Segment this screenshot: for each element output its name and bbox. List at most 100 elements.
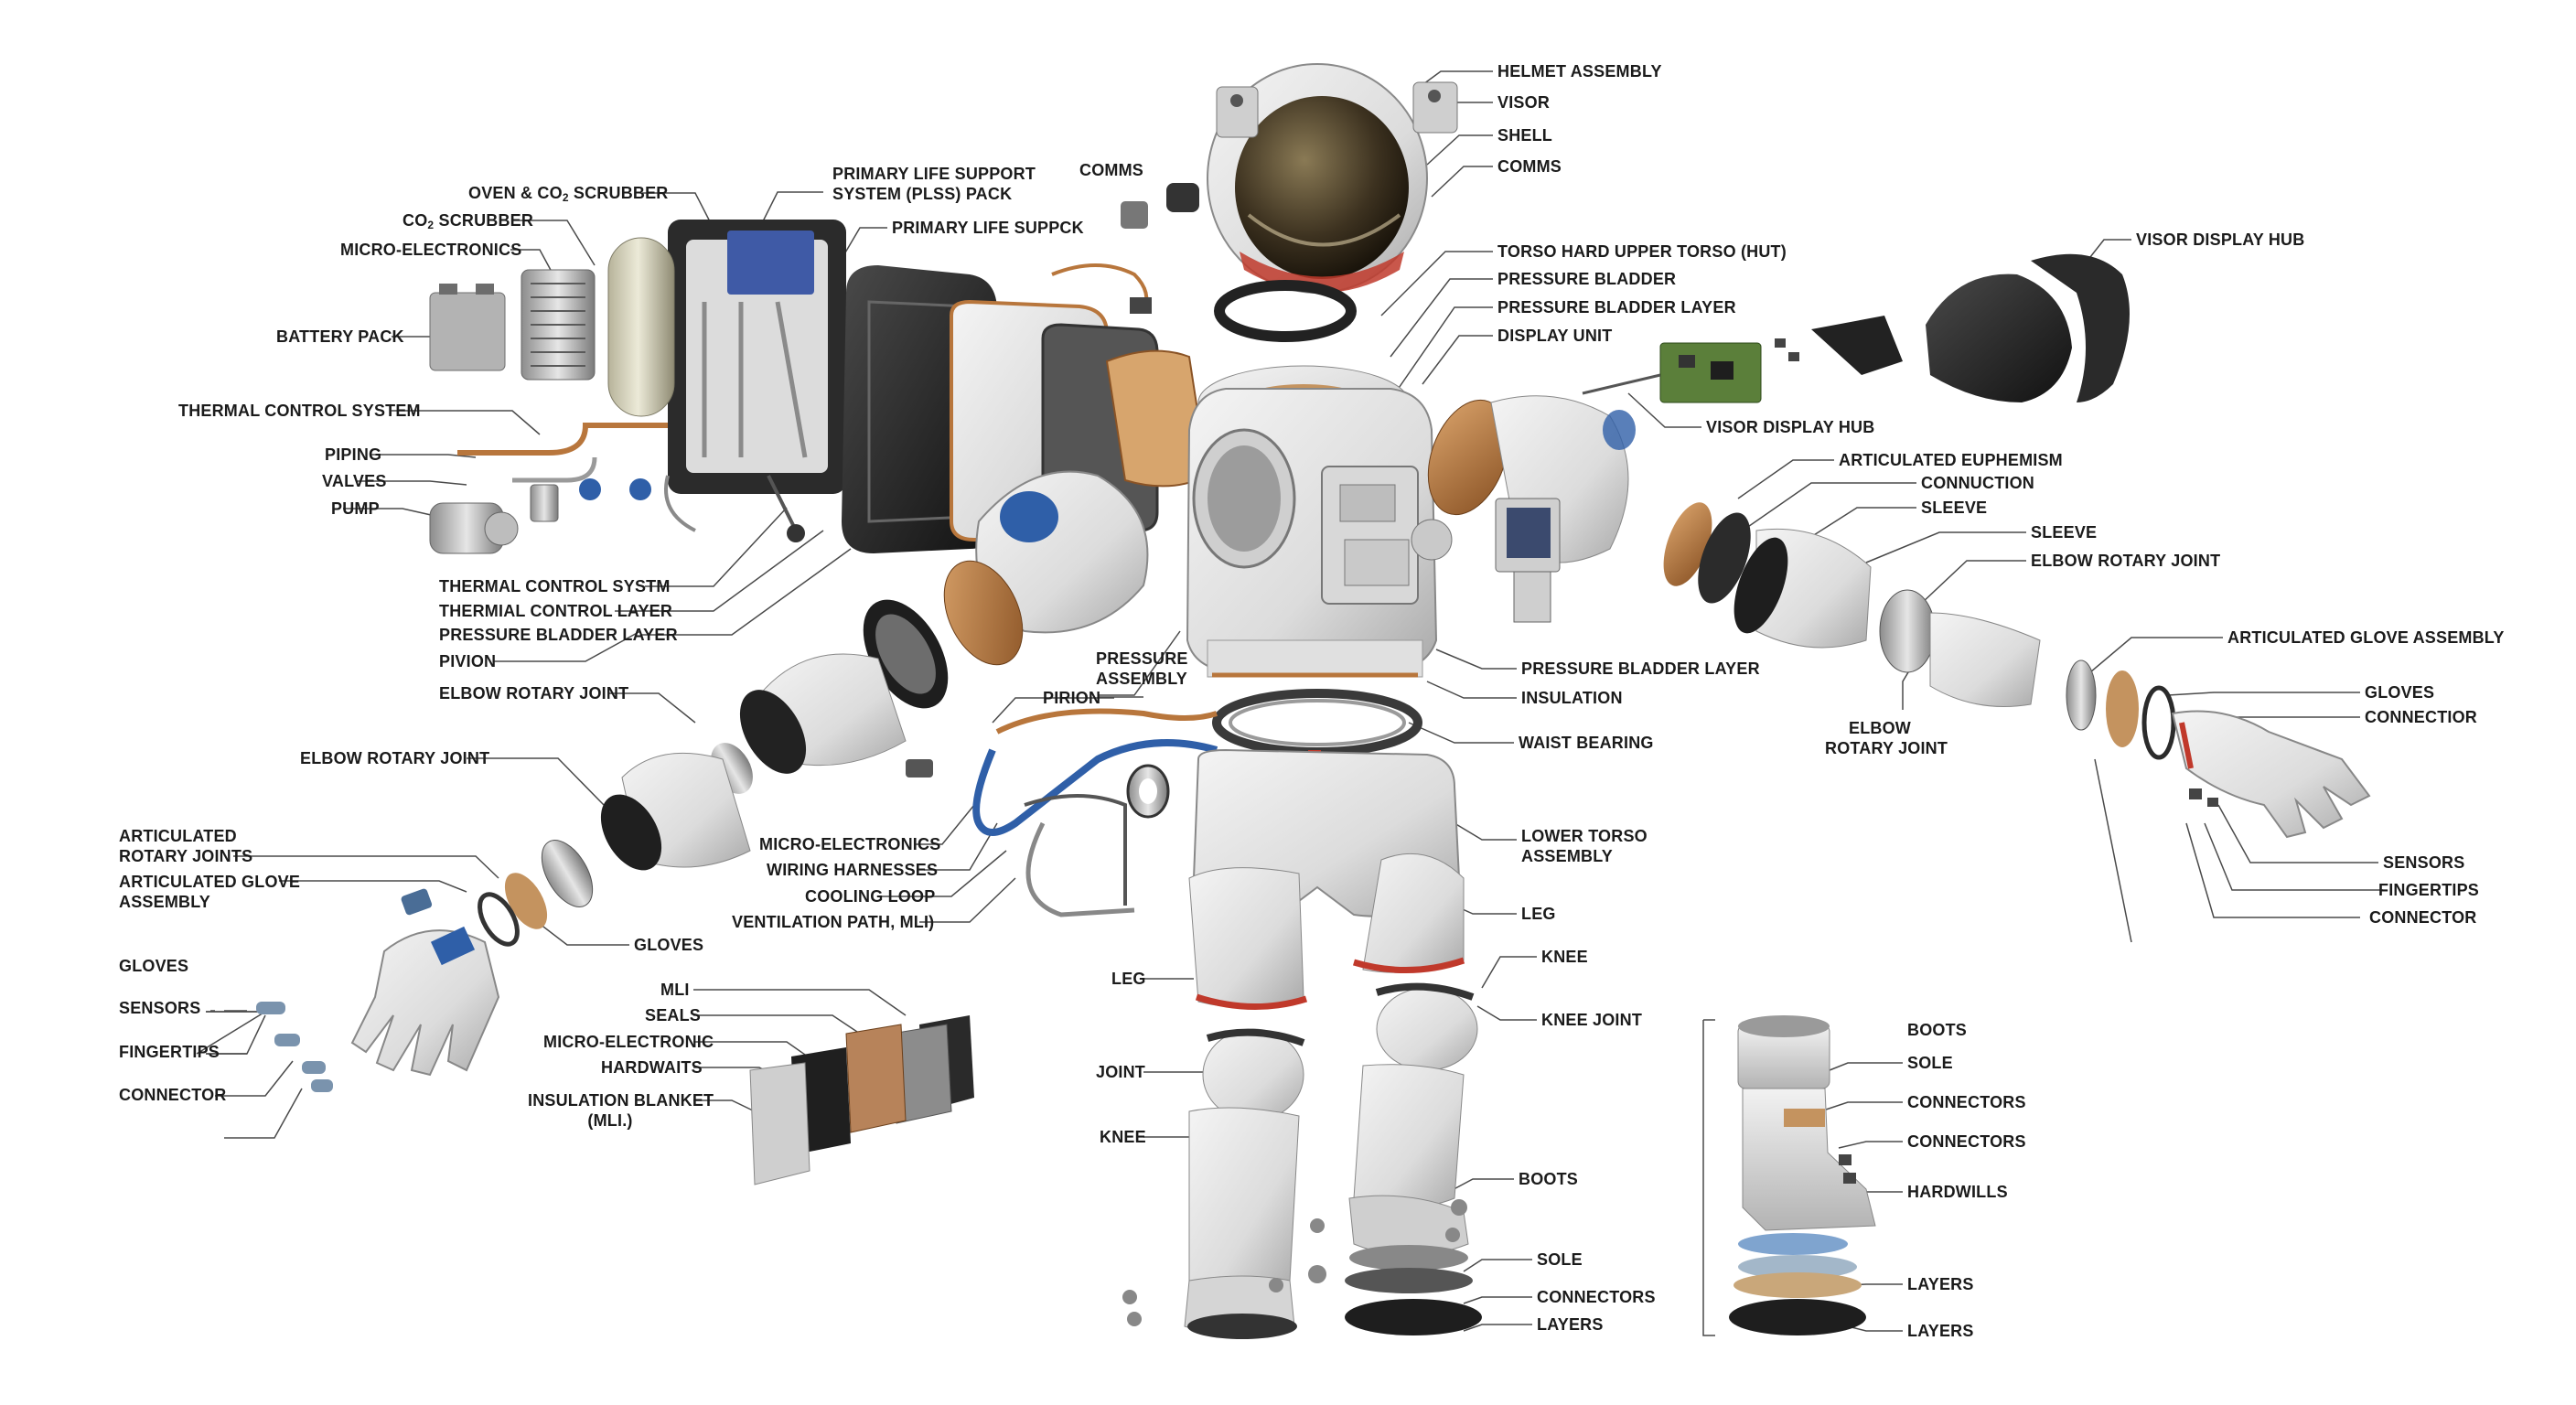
plss-pack [429, 220, 1209, 554]
label-knee-left: KNEE [1100, 1128, 1146, 1146]
label-sensors-left: SENSORS [119, 999, 201, 1017]
label-gloves-left-mid: GLOVES [634, 936, 704, 954]
label-lower-torso-assembly: LOWER TORSO ASSEMBLY [1521, 826, 1648, 866]
label-helmet-assembly: HELMET ASSEMBLY [1497, 62, 1662, 80]
label-insulation-blanket: INSULATION BLANKET (MLI.) [528, 1090, 714, 1131]
label-micro-electronic: MICRO-ELECTRONIC [543, 1033, 714, 1051]
torso [1186, 365, 1453, 678]
label-ventilation-path: VENTILATION PATH, MLI) [732, 913, 935, 931]
articulated-rotary-line1: ARTICULATED [119, 827, 237, 845]
label-connuction: CONNUCTION [1921, 474, 2034, 492]
label-connector-left: CONNECTOR [119, 1086, 227, 1104]
oven-scrubber-sub: 2 [562, 191, 569, 204]
lower-torso-line1: LOWER TORSO [1521, 827, 1648, 845]
label-pivion: PIVION [439, 652, 497, 670]
label-layers-mid: LAYERS [1537, 1315, 1604, 1334]
label-battery-pack: BATTERY PACK [276, 327, 404, 346]
label-mli: MLI [660, 981, 690, 999]
co2-scrubber-pre: CO [402, 211, 428, 230]
lower-torso-and-legs [1122, 748, 1482, 1339]
label-fingertips-right: FINGERTIPS [2378, 881, 2480, 899]
label-elbow-rotary-joint-left-1: ELBOW ROTARY JOINT [439, 684, 629, 702]
label-articulated-euphemism: ARTICULATED EUPHEMISM [1839, 451, 2063, 469]
label-seals: SEALS [645, 1006, 702, 1024]
label-connectors-right-2: CONNECTORS [1907, 1132, 2026, 1151]
label-waist-bearing: WAIST BEARING [1519, 734, 1654, 752]
pressure-assembly-line2: ASSEMBLY [1096, 670, 1187, 688]
label-micro-electronics-mid: MICRO-ELECTRONICS [759, 835, 941, 853]
label-layers-right-1: LAYERS [1907, 1275, 1974, 1293]
pressure-assembly-line1: PRESSURE [1096, 649, 1188, 668]
lower-torso-line2: ASSEMBLY [1521, 847, 1613, 865]
label-shell: SHELL [1497, 126, 1553, 145]
label-elbow-rotary-joint-right-top: ELBOW ROTARY JOINT [2031, 552, 2221, 570]
right-arm [1427, 253, 2371, 839]
label-connectors-mid: CONNECTORS [1537, 1288, 1656, 1306]
label-connector-right: CONNECTOR [2369, 908, 2477, 927]
label-visor-display-hub-top: VISOR DISPLAY HUB [2136, 231, 2305, 249]
co2-scrubber-sub: 2 [427, 219, 435, 231]
label-pressure-assembly: PRESSURE ASSEMBLY [1096, 649, 1187, 689]
label-sleeve-1: SLEEVE [1921, 499, 1988, 517]
oven-scrubber-post: SCRUBBER [568, 184, 669, 202]
label-pump: PUMP [331, 499, 380, 518]
label-thermal-control-system: THERMAL CONTROL SYSTEM [178, 402, 421, 420]
mli-layers [749, 1015, 974, 1185]
label-connectors-right-1: CONNECTORS [1907, 1093, 2026, 1111]
label-fingertips-left: FINGERTIPS [119, 1043, 220, 1061]
label-hardwaits: HARDWAITS [601, 1058, 703, 1077]
label-elbow-rotary-joint-left-2: ELBOW ROTARY JOINT [300, 749, 490, 767]
label-leg-left: LEG [1111, 970, 1146, 988]
elbow-right-line2: ROTARY JOINT [1825, 739, 1948, 757]
boot-panel [1729, 1015, 1876, 1335]
articulated-rotary-line2: ROTARY JOINTS [119, 847, 253, 865]
label-articulated-glove-assembly-right: ARTICULATED GLOVE ASSEMBLY [2227, 628, 2505, 647]
label-plss: PRIMARY LIFE SUPPORT SYSTEM (PLSS) PACK [832, 164, 1036, 204]
label-insulation: INSULATION [1521, 689, 1623, 707]
label-comms-right: COMMS [1497, 157, 1562, 176]
label-comms-left: COMMS [1079, 161, 1143, 179]
label-torso-hut: TORSO HARD UPPER TORSO (HUT) [1497, 242, 1787, 261]
label-connection-right: CONNECTIOR [2365, 708, 2477, 726]
label-display-unit: DISPLAY UNIT [1497, 327, 1613, 345]
label-sleeve-2: SLEEVE [2031, 523, 2098, 542]
label-elbow-rotary-joint-right: ELBOW ROTARY JOINT [1825, 718, 1948, 758]
label-visor-display-hub-mid: VISOR DISPLAY HUB [1706, 418, 1875, 436]
left-arm [256, 470, 1149, 1092]
label-articulated-rotary-joints: ARTICULATED ROTARY JOINTS [119, 826, 252, 866]
waist-and-hoses [906, 689, 1422, 917]
label-cooling-loop: COOLING LOOP [805, 887, 936, 906]
label-pressure-bladder-layer-bottom: PRESSURE BLADDER LAYER [1521, 660, 1760, 678]
plss-line2: SYSTEM (PLSS) PACK [832, 185, 1013, 203]
label-hardwills: HARDWILLS [1907, 1183, 2008, 1201]
label-micro-electronics-top: MICRO-ELECTRONICS [340, 241, 522, 259]
helmet [1121, 63, 1458, 342]
label-pressure-bladder-layer-left: PRESSURE BLADDER LAYER [439, 626, 678, 644]
articulated-glove-left-line1: ARTICULATED GLOVE [119, 873, 301, 891]
label-wiring-harnesses: WIRING HARNESSES [767, 861, 939, 879]
label-leg-right: LEG [1521, 905, 1556, 923]
oven-scrubber-pre: OVEN & CO [468, 184, 563, 202]
label-thermial-control-layer: THERMIAL CONTROL LAYER [439, 602, 673, 620]
label-boots-mid: BOOTS [1519, 1170, 1579, 1188]
label-boots-right: BOOTS [1907, 1021, 1968, 1039]
label-articulated-glove-left: ARTICULATED GLOVE ASSEMBLY [119, 872, 300, 912]
label-primary-life-suppck: PRIMARY LIFE SUPPCK [892, 219, 1084, 237]
label-joint: JOINT [1096, 1063, 1146, 1081]
leader-lines [196, 70, 2383, 1336]
label-sole-right: SOLE [1907, 1054, 1953, 1072]
label-piping: PIPING [325, 445, 382, 464]
label-valves: VALVES [322, 472, 387, 490]
articulated-glove-left-line2: ASSEMBLY [119, 893, 210, 911]
label-gloves-right: GLOVES [2365, 683, 2435, 702]
elbow-right-line1: ELBOW [1849, 719, 1911, 737]
label-co2-scrubber: CO2 SCRUBBER [402, 210, 533, 235]
co2-scrubber-post: SCRUBBER [434, 211, 534, 230]
label-pressure-bladder: PRESSURE BLADDER [1497, 270, 1677, 288]
label-thermal-control-systm: THERMAL CONTROL SYSTM [439, 577, 671, 595]
label-sensors-right: SENSORS [2383, 853, 2465, 872]
plss-line1: PRIMARY LIFE SUPPORT [832, 165, 1036, 183]
label-pirion: PIRION [1043, 689, 1101, 707]
